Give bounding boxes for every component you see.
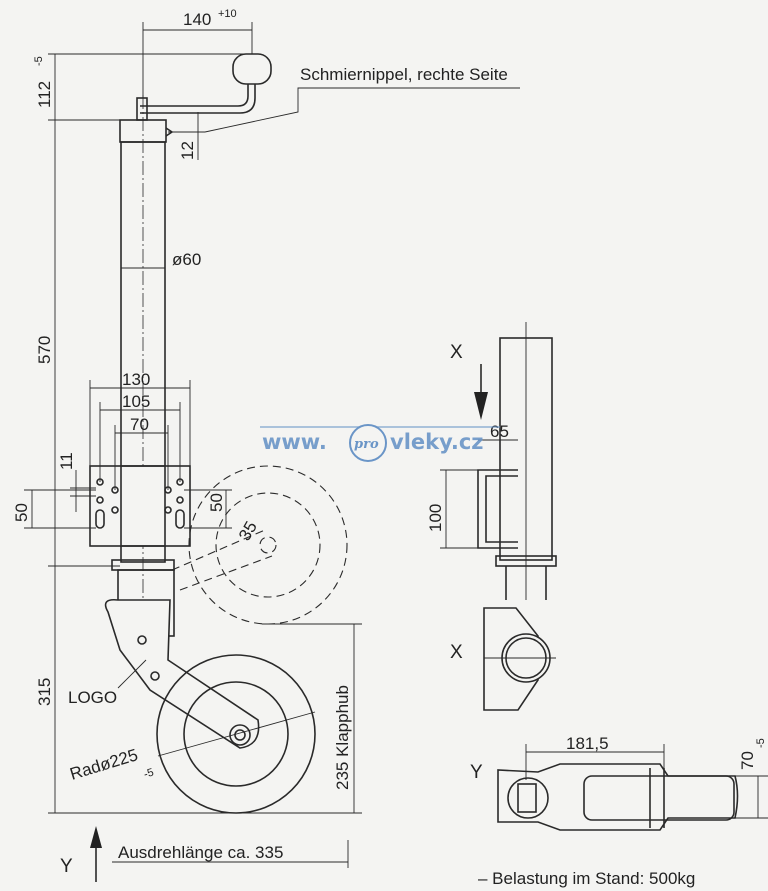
dim-570: 570 xyxy=(35,336,54,364)
crank-hub xyxy=(136,97,148,121)
dim-12: 12 xyxy=(178,141,197,160)
view-y-label-left: Y xyxy=(60,856,73,877)
dim-140-tolerance: +10 xyxy=(218,8,237,20)
dim-11: 11 xyxy=(57,452,76,470)
watermark-badge xyxy=(349,424,387,462)
dim-130: 130 xyxy=(122,370,150,389)
watermark-pro: pro xyxy=(354,437,379,452)
view-x-label-bottom: X xyxy=(450,642,463,663)
dim-wheel-tolerance: -5 xyxy=(142,767,155,781)
detail-view-y xyxy=(497,744,768,831)
dim-112: 112 xyxy=(35,81,54,108)
handle-knob xyxy=(232,53,272,85)
dim-100: 100 xyxy=(426,504,445,532)
dim-105: 105 xyxy=(122,392,150,411)
wheel-rim xyxy=(183,681,289,787)
dim-235-klapphub: 235 Klapphub xyxy=(333,685,352,790)
watermark-suffix: vleky.cz xyxy=(390,430,484,454)
dim-50-left: 50 xyxy=(12,503,31,522)
crank-arm xyxy=(140,84,256,114)
dim-140: 140 xyxy=(183,10,211,29)
dim-181-5: 181,5 xyxy=(566,734,609,753)
clamp-plate xyxy=(89,465,191,547)
dim-70-bottom-tolerance: -5 xyxy=(755,738,767,748)
detail-view-x xyxy=(440,322,557,711)
dim-wheel-diameter: Radø225 xyxy=(68,745,140,784)
watermark-prefix: www. xyxy=(262,430,327,454)
view-y-label-right: Y xyxy=(470,762,483,783)
dim-70-bottom: 70 xyxy=(738,751,757,770)
dim-65: 65 xyxy=(490,422,509,441)
dim-70: 70 xyxy=(130,415,149,434)
lubrication-label: Schmiernippel, rechte Seite xyxy=(300,65,508,84)
dim-tube-diameter: ø60 xyxy=(172,250,201,269)
main-view xyxy=(89,53,348,814)
dim-35: 35 xyxy=(235,518,261,544)
dimension-lines xyxy=(24,22,520,882)
view-x-label-top: X xyxy=(450,342,463,363)
load-note: – Belastung im Stand: 500kg xyxy=(478,869,695,888)
dim-112-tolerance: -5 xyxy=(33,56,45,66)
dim-50-right: 50 xyxy=(207,493,226,512)
logo-label: LOGO xyxy=(68,688,117,707)
swivel-length: Ausdrehlänge ca. 335 xyxy=(118,843,283,862)
labels: 140 +10 112 -5 12 Schmiernippel, rechte … xyxy=(12,8,767,888)
dim-315: 315 xyxy=(35,678,54,706)
watermark: www. pro vleky.cz xyxy=(260,424,500,462)
